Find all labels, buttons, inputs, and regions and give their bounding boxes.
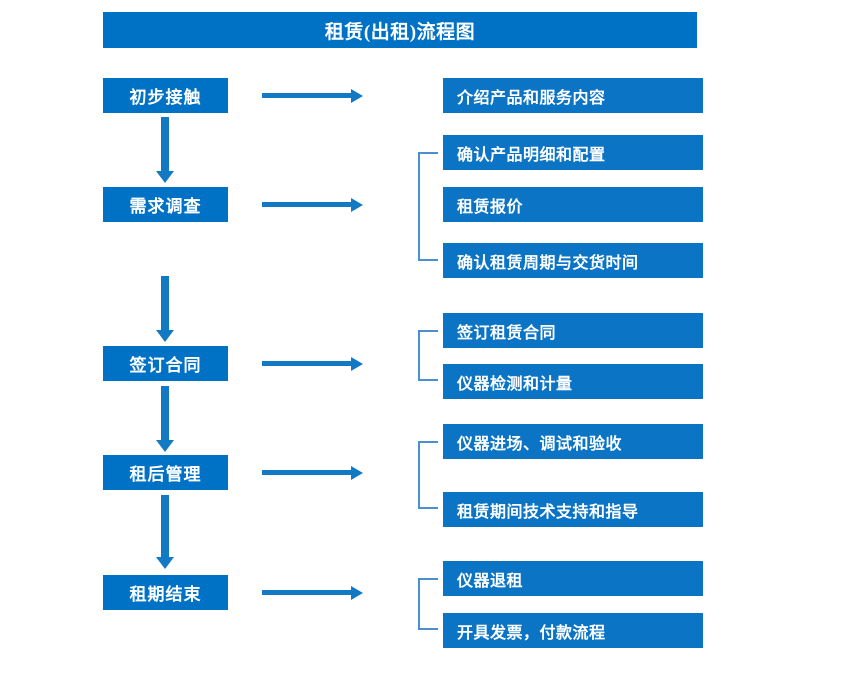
- horizontal-arrow-right-4: [262, 470, 352, 475]
- vertical-arrow-down-1: [161, 117, 169, 172]
- detail-box-invoice-payment: 开具发票，付款流程: [443, 613, 703, 648]
- detail-box-instrument-delivery: 仪器进场、调试和验收: [443, 424, 703, 459]
- detail-box-sign-rental-contract: 签订租赁合同: [443, 313, 703, 348]
- group-bracket-lease-end: [418, 578, 438, 630]
- detail-box-instrument-testing: 仪器检测和计量: [443, 364, 703, 399]
- vertical-arrow-down-4: [161, 495, 169, 558]
- vertical-arrow-down-3: [161, 386, 169, 441]
- horizontal-arrow-right-1: [262, 93, 352, 98]
- group-bracket-needs-survey: [418, 152, 438, 261]
- vertical-arrow-down-2: [161, 276, 169, 331]
- detail-box-introduce-products: 介绍产品和服务内容: [443, 78, 703, 113]
- detail-box-rental-quote: 租赁报价: [443, 187, 703, 222]
- stage-box-sign-contract: 签订合同: [103, 346, 228, 381]
- detail-box-instrument-return: 仪器退租: [443, 561, 703, 596]
- stage-box-post-rental-mgmt: 租后管理: [103, 455, 228, 490]
- stage-box-initial-contact: 初步接触: [103, 78, 228, 113]
- detail-box-confirm-period: 确认租赁周期与交货时间: [443, 243, 703, 278]
- horizontal-arrow-right-2: [262, 202, 352, 207]
- horizontal-arrow-right-3: [262, 361, 352, 366]
- group-bracket-sign-contract: [418, 330, 438, 381]
- stage-box-lease-end: 租期结束: [103, 575, 228, 610]
- group-bracket-post-rental-mgmt: [418, 441, 438, 509]
- detail-box-technical-support: 租赁期间技术支持和指导: [443, 492, 703, 527]
- page-title: 租赁(出租)流程图: [103, 12, 697, 48]
- stage-box-needs-survey: 需求调查: [103, 187, 228, 222]
- detail-box-confirm-product-spec: 确认产品明细和配置: [443, 135, 703, 170]
- horizontal-arrow-right-5: [262, 590, 352, 595]
